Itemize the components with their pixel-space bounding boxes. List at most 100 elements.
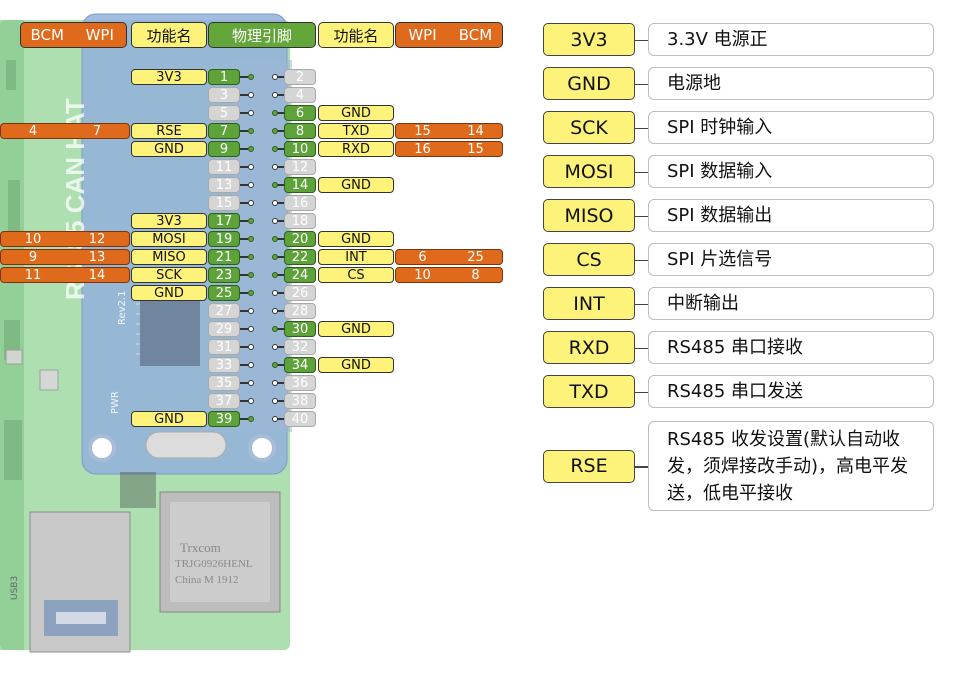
pin-function-10: RXD <box>318 141 394 157</box>
header-left-bcm-wpi: BCM WPI <box>20 22 127 48</box>
wpi-number: 6 <box>418 249 427 265</box>
header-left-function: 功能名 <box>131 22 207 48</box>
bcm-number: 11 <box>24 267 42 283</box>
pin-lead <box>240 130 248 132</box>
pin-contact <box>272 362 278 368</box>
pin-contact <box>248 380 254 386</box>
pin-contact <box>248 344 254 350</box>
legend-connector <box>635 466 648 468</box>
legend-connector <box>635 259 648 261</box>
jack-model-label: TRJG0926HENL <box>175 558 253 570</box>
pin-contact <box>272 380 278 386</box>
pin-35: 35 <box>208 375 240 391</box>
pin-33: 33 <box>208 357 240 373</box>
pin-function-8: TXD <box>318 123 394 139</box>
wpi-number: 15 <box>414 123 431 139</box>
pin-contact <box>248 74 254 80</box>
pin-28: 28 <box>284 303 316 319</box>
pin-22: 22 <box>284 249 316 265</box>
pin-contact <box>272 182 278 188</box>
pin-36: 36 <box>284 375 316 391</box>
legend-desc-rxd: RS485 串口接收 <box>648 331 934 364</box>
pin-function-24: CS <box>318 267 394 283</box>
pin-lead <box>276 148 284 150</box>
pin-contact <box>248 200 254 206</box>
legend-desc-rse: RS485 收发设置(默认自动收发，须焊接改手动)，高电平发送，低电平接收 <box>648 421 934 511</box>
pin-14: 14 <box>284 177 316 193</box>
legend-connector <box>635 303 648 305</box>
legend-connector <box>635 39 648 41</box>
pin-contact <box>272 272 278 278</box>
pin-contact <box>272 218 278 224</box>
pin-contact <box>272 290 278 296</box>
pin-lead <box>240 94 248 96</box>
board-rev-label: Rev2.1 <box>117 290 128 325</box>
pin-32: 32 <box>284 339 316 355</box>
pin-12: 12 <box>284 159 316 175</box>
pin-contact <box>248 218 254 224</box>
legend-connector <box>635 347 648 349</box>
legend-key-sck: SCK <box>543 111 635 144</box>
pin-lead <box>276 292 284 294</box>
header-right-function: 功能名 <box>318 22 394 48</box>
pin-contact <box>248 92 254 98</box>
pin-contact <box>248 290 254 296</box>
pin-lead <box>276 112 284 114</box>
pin-lead <box>276 364 284 366</box>
pin-16: 16 <box>284 195 316 211</box>
pin-17: 17 <box>208 213 240 229</box>
pin-contact <box>272 236 278 242</box>
pin-lead <box>276 220 284 222</box>
pin-lead <box>240 184 248 186</box>
jack-brand-label: Trxcom <box>180 540 221 555</box>
pin-lead <box>276 310 284 312</box>
pin-contact <box>272 200 278 206</box>
legend-desc-miso: SPI 数据输出 <box>648 199 934 232</box>
legend-desc-gnd: 电源地 <box>648 67 934 100</box>
pin-lead <box>276 382 284 384</box>
header-physical-pin: 物理引脚 <box>208 22 316 48</box>
pin-9: 9 <box>208 141 240 157</box>
pin-contact <box>272 110 278 116</box>
header-right-bcm: BCM <box>458 26 493 44</box>
wpi-number: 7 <box>92 123 102 139</box>
pin-5: 5 <box>208 105 240 121</box>
pin-23: 23 <box>208 267 240 283</box>
pin-lead <box>240 400 248 402</box>
bcm-number: 25 <box>467 249 484 265</box>
legend-key-txd: TXD <box>543 375 635 408</box>
legend-key-rxd: RXD <box>543 331 635 364</box>
pin-function-6: GND <box>318 105 394 121</box>
pin-13: 13 <box>208 177 240 193</box>
header-left-wpi: WPI <box>85 26 114 44</box>
pin-function-34: GND <box>318 357 394 373</box>
pin-2: 2 <box>284 69 316 85</box>
pin-lead <box>276 274 284 276</box>
pin-30: 30 <box>284 321 316 337</box>
pin-lead <box>240 202 248 204</box>
pin-lead <box>276 400 284 402</box>
pin-contact <box>272 92 278 98</box>
pin-lead <box>276 202 284 204</box>
wpi-number: 10 <box>414 267 431 283</box>
pin-lead <box>240 112 248 114</box>
pin-lead <box>240 310 248 312</box>
jack-origin-label: China M 1912 <box>175 574 239 586</box>
header-left-bcm: BCM <box>30 26 64 44</box>
pin-lead <box>240 238 248 240</box>
pin-11: 11 <box>208 159 240 175</box>
legend-desc-mosi: SPI 数据输入 <box>648 155 934 188</box>
pin-lead <box>276 166 284 168</box>
pin-21: 21 <box>208 249 240 265</box>
pin-function-25: GND <box>131 285 207 301</box>
pin-29: 29 <box>208 321 240 337</box>
pin-lead <box>240 418 248 420</box>
legend-connector <box>635 391 648 393</box>
legend-desc-int: 中断输出 <box>648 287 934 320</box>
pin-lead <box>276 328 284 330</box>
bcm-number: 10 <box>24 231 42 247</box>
pin-function-30: GND <box>318 321 394 337</box>
